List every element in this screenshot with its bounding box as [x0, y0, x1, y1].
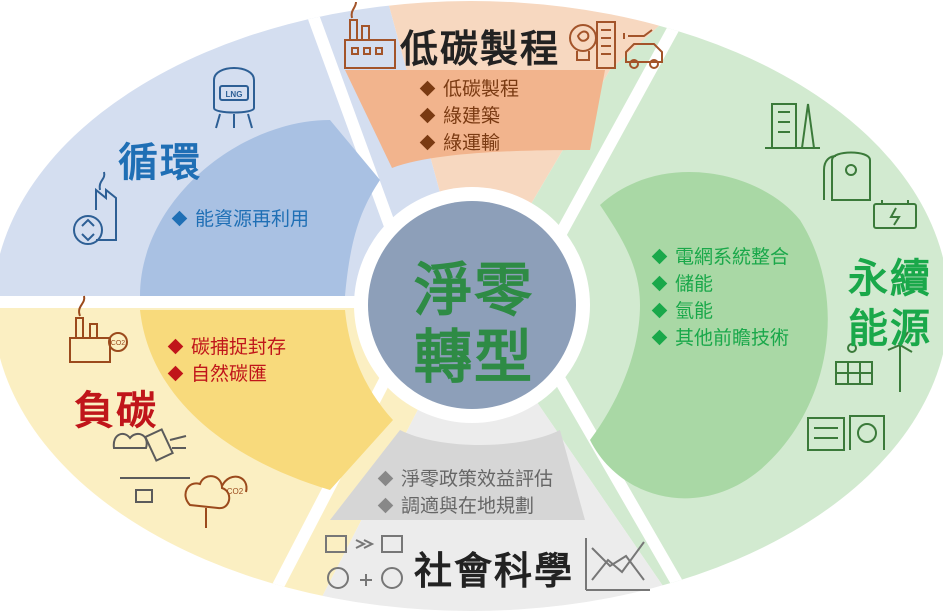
list-item: 其他前瞻技術: [651, 325, 789, 352]
co2-tree-icon: [184, 475, 248, 528]
low-carbon-title: 低碳製程: [400, 27, 561, 71]
center-circle: [368, 201, 576, 409]
negative-title: 負碳: [74, 388, 158, 434]
social-list: 淨零政策效益評估 調適與在地規劃: [377, 466, 553, 520]
factory-icon: [344, 1, 396, 69]
lng-tank-icon: [213, 67, 255, 129]
svg-text:LNG: LNG: [226, 90, 243, 99]
building-icon: [596, 21, 616, 69]
circular-title: 循環: [118, 140, 202, 186]
solar-wind-icon: [835, 331, 913, 392]
list-item: 低碳製程: [419, 76, 519, 103]
list-item: 調適與在地規劃: [377, 493, 553, 520]
carbon-capture-factory-icon: [69, 295, 128, 363]
trend-chart-icon: [585, 538, 650, 591]
negative-inner-segment: [140, 310, 393, 490]
electric-car-icon: [623, 29, 663, 69]
social-inner-segment: [330, 430, 585, 520]
sustainable-title-line1: 永續: [848, 256, 932, 302]
hydrogen-tank-icon: [823, 151, 871, 201]
battery-icon: [873, 200, 917, 229]
svg-text:CO2: CO2: [227, 487, 244, 496]
list-item: 淨零政策效益評估: [377, 466, 553, 493]
list-item: 能資源再利用: [171, 206, 309, 233]
list-item: 綠運輸: [419, 130, 519, 157]
low-carbon-inner-segment: [345, 70, 605, 168]
social-title: 社會科學: [414, 549, 575, 593]
svg-text:CO2: CO2: [111, 340, 126, 347]
low-carbon-list: 低碳製程 綠建築 綠運輸: [419, 76, 519, 157]
center-title-line1: 淨零: [414, 256, 535, 324]
list-item: 電網系統整合: [651, 244, 789, 271]
negative-list: 碳捕捉封存 自然碳匯: [167, 334, 286, 388]
recycle-factory-icon: [73, 171, 117, 245]
sustainable-title-line2: 能源: [848, 306, 932, 352]
list-item: 碳捕捉封存: [167, 334, 286, 361]
circular-inner-segment: [140, 120, 380, 296]
list-item: 儲能: [651, 271, 789, 298]
hydro-plant-icon: [807, 415, 885, 451]
carbon-filter-icon: [112, 428, 190, 503]
list-item: 綠建築: [419, 103, 519, 130]
list-item: 氫能: [651, 298, 789, 325]
center-title-line2: 轉型: [414, 323, 535, 391]
list-item: 自然碳匯: [167, 361, 286, 388]
power-plant-icon: [765, 103, 820, 149]
community-icon: [325, 535, 403, 589]
circular-list: 能資源再利用: [171, 206, 309, 233]
sustainable-list: 電網系統整合 儲能 氫能 其他前瞻技術: [651, 244, 789, 352]
sustainable-inner-segment: [590, 172, 828, 499]
